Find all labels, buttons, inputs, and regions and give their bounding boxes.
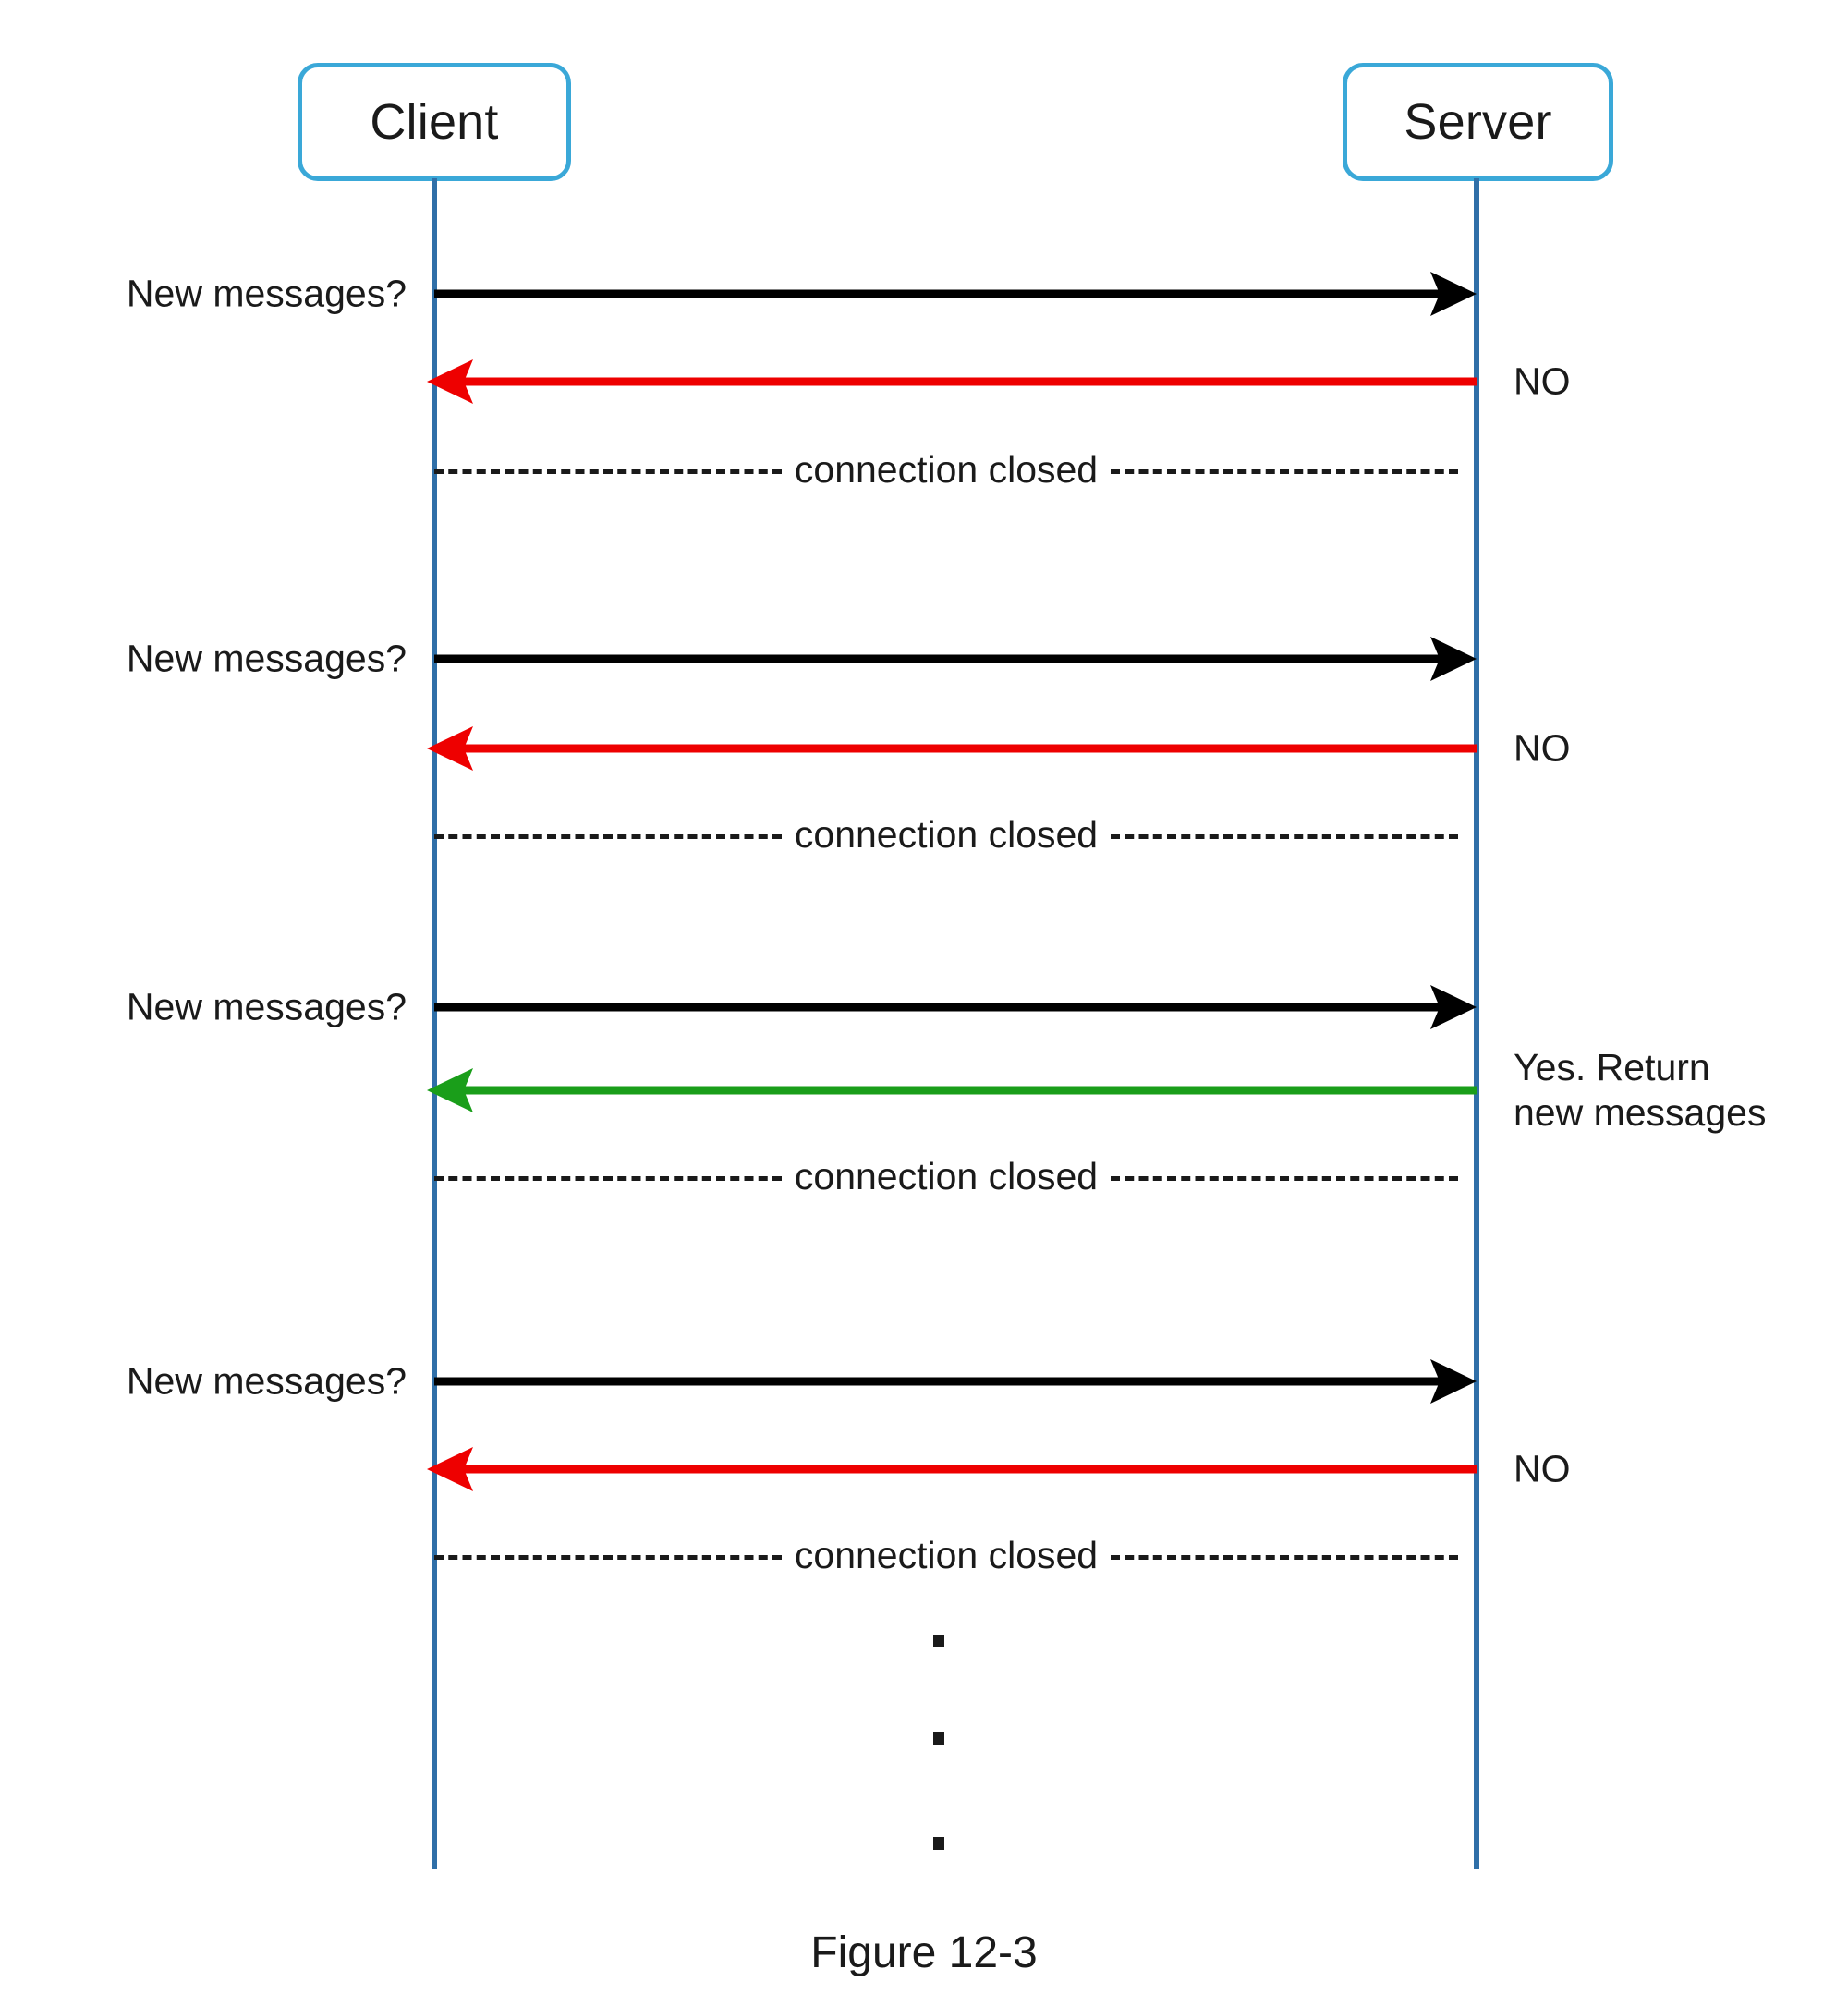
dashed-segment-right [1111, 1554, 1459, 1560]
participant-label-client: Client [370, 94, 499, 150]
dashed-segment-left [434, 1175, 782, 1181]
arrow-response-1 [427, 359, 1477, 404]
arrow-request-3 [434, 985, 1477, 1029]
message-label-request-4: New messages? [126, 1359, 407, 1403]
arrow-request-1 [434, 272, 1477, 316]
dashed-segment-left [434, 1554, 782, 1560]
dashed-segment-left [434, 468, 782, 474]
connection-closed-label-3: connection closed [794, 1154, 1099, 1198]
continuation-dot-2 [933, 1732, 944, 1745]
dashed-segment-left [434, 833, 782, 839]
arrow-response-3 [427, 1068, 1477, 1112]
arrow-response-2 [427, 726, 1477, 771]
arrow-request-2 [434, 637, 1477, 681]
connection-closed-label-2: connection closed [794, 812, 1099, 856]
dashed-segment-right [1111, 833, 1459, 839]
participant-label-server: Server [1404, 94, 1552, 150]
message-label-response-1: NO [1514, 359, 1571, 403]
continuation-dot-1 [933, 1635, 944, 1647]
message-label-response-3: Yes. Return new messages [1514, 1045, 1767, 1134]
figure-caption: Figure 12-3 [810, 1928, 1038, 1977]
message-label-request-1: New messages? [126, 272, 407, 315]
continuation-dot-3 [933, 1837, 944, 1850]
message-label-request-3: New messages? [126, 985, 407, 1028]
participant-box-server: Server [1343, 63, 1613, 181]
lifeline-client [432, 178, 437, 1869]
connection-closed-label-4: connection closed [794, 1533, 1099, 1576]
lifeline-server [1474, 178, 1479, 1869]
message-label-request-2: New messages? [126, 637, 407, 680]
dashed-segment-right [1111, 1175, 1459, 1181]
connection-closed-label-1: connection closed [794, 447, 1099, 491]
arrow-request-4 [434, 1359, 1477, 1404]
message-label-response-4: NO [1514, 1447, 1571, 1490]
dashed-segment-right [1111, 468, 1459, 474]
message-label-response-2: NO [1514, 726, 1571, 770]
arrow-response-4 [427, 1447, 1477, 1491]
participant-box-client: Client [298, 63, 571, 181]
